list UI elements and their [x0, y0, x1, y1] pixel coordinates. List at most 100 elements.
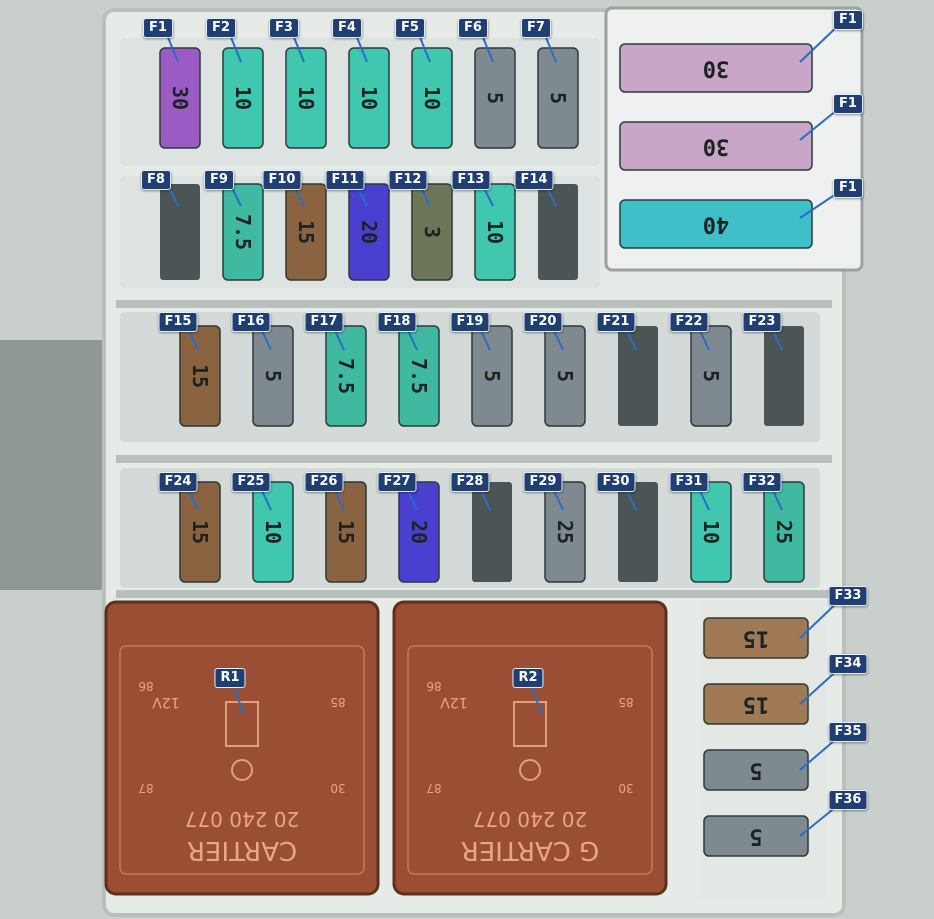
relay-pin: 85 — [618, 695, 633, 709]
divider-rail — [116, 455, 832, 463]
fuse-rating: 30 — [168, 86, 192, 110]
fuse-rating: 7.5 — [334, 358, 358, 394]
empty-fuse-slot — [618, 482, 658, 582]
fuse-rating: 10 — [420, 86, 444, 110]
fuse-id-label: F25 — [231, 472, 271, 492]
fuse-rating: 10 — [357, 86, 381, 110]
fuse-id-label: F16 — [231, 312, 271, 332]
fuse-rating: 10 — [231, 86, 255, 110]
relay-id-label: R1 — [214, 668, 246, 688]
relay-coil-symbol — [513, 701, 547, 747]
fuse-rating: 15 — [188, 364, 212, 388]
fuse-body — [325, 325, 367, 427]
relay-pin: 87 — [138, 781, 153, 795]
fuse-id-label: F7 — [521, 18, 551, 38]
fuse-id-label: F24 — [158, 472, 198, 492]
fuse-id-label: F3 — [269, 18, 299, 38]
fuse-rating: 20 — [357, 220, 381, 244]
fuse-id-label: F21 — [596, 312, 636, 332]
fuse-rating: 5 — [699, 370, 723, 382]
fuse-body — [703, 683, 809, 725]
fuse-body — [619, 121, 813, 171]
fuse-rating: 40 — [703, 212, 730, 237]
fuse-rating: 10 — [261, 520, 285, 544]
fuse-body — [703, 749, 809, 791]
fuse-body — [474, 47, 516, 149]
fuse-body — [179, 325, 221, 427]
fuse-rating: 30 — [703, 134, 730, 159]
fuse-id-label: F14 — [514, 170, 554, 190]
fuse-id-label: F6 — [458, 18, 488, 38]
fuse-id-label: F29 — [523, 472, 563, 492]
relay-pin: 30 — [618, 781, 633, 795]
fuse-id-label: F1 — [143, 18, 173, 38]
fuse-rating: 5 — [553, 370, 577, 382]
relay-body — [104, 600, 380, 896]
fuse-body — [619, 199, 813, 249]
fuse-id-label: F13 — [451, 170, 491, 190]
relay-contact-symbol — [519, 759, 541, 781]
fuse-id-label: F18 — [377, 312, 417, 332]
fuse-body — [544, 481, 586, 583]
relay-id-label: R2 — [512, 668, 544, 688]
fuse-body — [325, 481, 367, 583]
relay-code: 20 240 077 — [473, 807, 588, 831]
fuse-id-label: F36 — [828, 790, 868, 810]
side-connector — [0, 340, 110, 590]
fuse-rating: 5 — [480, 370, 504, 382]
fuse-body — [222, 183, 264, 281]
fuse-body — [222, 47, 264, 149]
fuse-rating: 25 — [772, 520, 796, 544]
fuse-rating: 5 — [749, 758, 762, 783]
relay-pin: 86 — [426, 679, 441, 693]
fuse-id-label: F26 — [304, 472, 344, 492]
fuse-rating: 20 — [407, 520, 431, 544]
fuse-id-label: F23 — [742, 312, 782, 332]
fuse-id-label: F11 — [325, 170, 365, 190]
fuse-id-label: F1 — [833, 178, 863, 198]
relay-code: 20 240 077 — [185, 807, 300, 831]
fuse-rating: 15 — [334, 520, 358, 544]
fuse-body — [411, 183, 453, 281]
empty-fuse-slot — [764, 326, 804, 426]
empty-fuse-slot — [618, 326, 658, 426]
fuse-rating: 7.5 — [231, 214, 255, 250]
relay-face — [119, 645, 365, 875]
fuse-id-label: F34 — [828, 654, 868, 674]
fuse-rating: 3 — [420, 226, 444, 238]
fuse-id-label: F10 — [262, 170, 302, 190]
fuse-id-label: F8 — [141, 170, 171, 190]
fuse-body — [348, 47, 390, 149]
fuse-rating: 5 — [749, 824, 762, 849]
fuse-rating: 5 — [261, 370, 285, 382]
relay-voltage: 12V — [152, 694, 180, 710]
fuse-rating: 10 — [294, 86, 318, 110]
relay-pin: 87 — [426, 781, 441, 795]
fuse-id-label: F2 — [206, 18, 236, 38]
fuse-id-label: F33 — [828, 586, 868, 606]
relay-pin: 85 — [330, 695, 345, 709]
fuse-id-label: F27 — [377, 472, 417, 492]
fuse-id-label: F15 — [158, 312, 198, 332]
fuse-id-label: F20 — [523, 312, 563, 332]
fuse-body — [285, 183, 327, 281]
fuse-id-label: F4 — [332, 18, 362, 38]
fuse-id-label: F1 — [833, 94, 863, 114]
relay-coil-symbol — [225, 701, 259, 747]
relay-contact-symbol — [231, 759, 253, 781]
fuse-id-label: F17 — [304, 312, 344, 332]
fuse-body — [763, 481, 805, 583]
fuse-body — [285, 47, 327, 149]
fuse-body — [474, 183, 516, 281]
relay-body — [392, 600, 668, 896]
fuse-body — [703, 617, 809, 659]
divider-rail — [116, 300, 832, 308]
fuse-body — [690, 325, 732, 427]
fuse-body — [179, 481, 221, 583]
fuse-body — [398, 325, 440, 427]
fuse-body — [537, 47, 579, 149]
